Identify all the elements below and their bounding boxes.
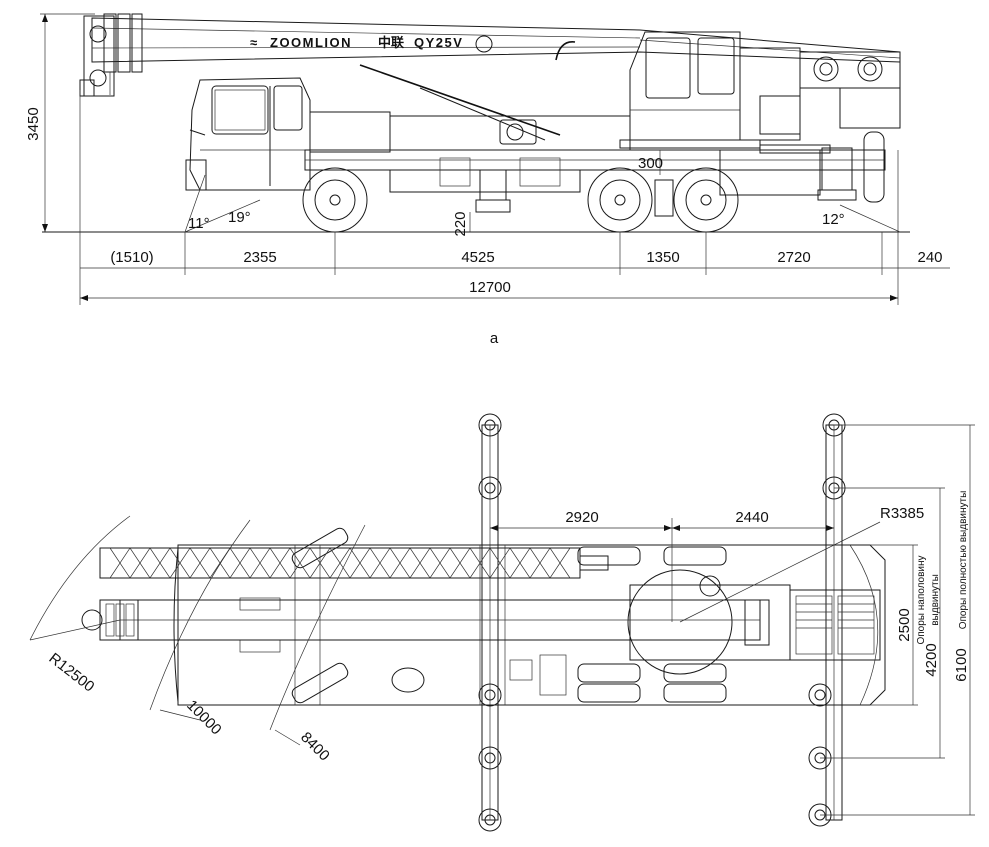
turret-top bbox=[627, 569, 881, 675]
width-6100: 6100 bbox=[953, 648, 970, 681]
dim-2920: 2920 bbox=[565, 509, 598, 526]
note-half-2: выдвинуты bbox=[930, 574, 941, 626]
dim-2440: 2440 bbox=[735, 509, 768, 526]
angle-rear: 12° bbox=[822, 211, 845, 228]
top-view: 2920 2440 R3385 R12500 10000 8400 2500 4… bbox=[29, 413, 975, 832]
note-full: Опоры полностью выдвинуты bbox=[958, 491, 969, 630]
dim-1510: (1510) bbox=[110, 249, 153, 266]
width-4200: 4200 bbox=[923, 643, 940, 676]
radius-12500: R12500 bbox=[46, 650, 98, 696]
radius-8400: 8400 bbox=[297, 729, 333, 765]
height-dimension: 3450 bbox=[25, 13, 95, 232]
dim-240: 240 bbox=[917, 249, 942, 266]
outriggers-side bbox=[475, 131, 885, 213]
boom bbox=[79, 13, 901, 145]
width-2500: 2500 bbox=[896, 608, 913, 641]
model-text: QY25V bbox=[414, 35, 463, 50]
dim-2720: 2720 bbox=[777, 249, 810, 266]
carrier-cab bbox=[185, 77, 311, 191]
brand-text: ZOOMLION bbox=[270, 35, 352, 50]
dim-4525: 4525 bbox=[461, 249, 494, 266]
length-dimensions: (1510) 2355 4525 1350 2720 240 12700 bbox=[79, 90, 950, 305]
logo-chars: 中联 bbox=[378, 35, 404, 50]
outrigger-beams-top bbox=[478, 413, 846, 832]
angle-front-2: 19° bbox=[228, 209, 251, 226]
wheels-side bbox=[302, 167, 739, 233]
radius-tail: R3385 bbox=[880, 505, 924, 522]
crane-cab bbox=[619, 31, 901, 149]
dim-2355: 2355 bbox=[243, 249, 276, 266]
dim-1350: 1350 bbox=[646, 249, 679, 266]
logo-mark-icon: ≈ bbox=[250, 35, 257, 50]
axle-offset: 300 bbox=[638, 155, 663, 172]
side-view-label: a bbox=[490, 330, 499, 347]
height-label: 3450 bbox=[25, 107, 42, 140]
boom-top bbox=[81, 547, 761, 641]
total-length: 12700 bbox=[469, 279, 511, 296]
angle-front-1: 11° bbox=[188, 215, 210, 232]
note-half: Опоры наполовину bbox=[916, 555, 927, 644]
side-view: 3450 ZOOMLION 中联 QY25V bbox=[25, 13, 950, 347]
chassis-top bbox=[173, 527, 886, 706]
chassis bbox=[304, 111, 886, 196]
ground-clearance: 220 bbox=[452, 211, 469, 236]
radius-arcs bbox=[29, 515, 881, 746]
